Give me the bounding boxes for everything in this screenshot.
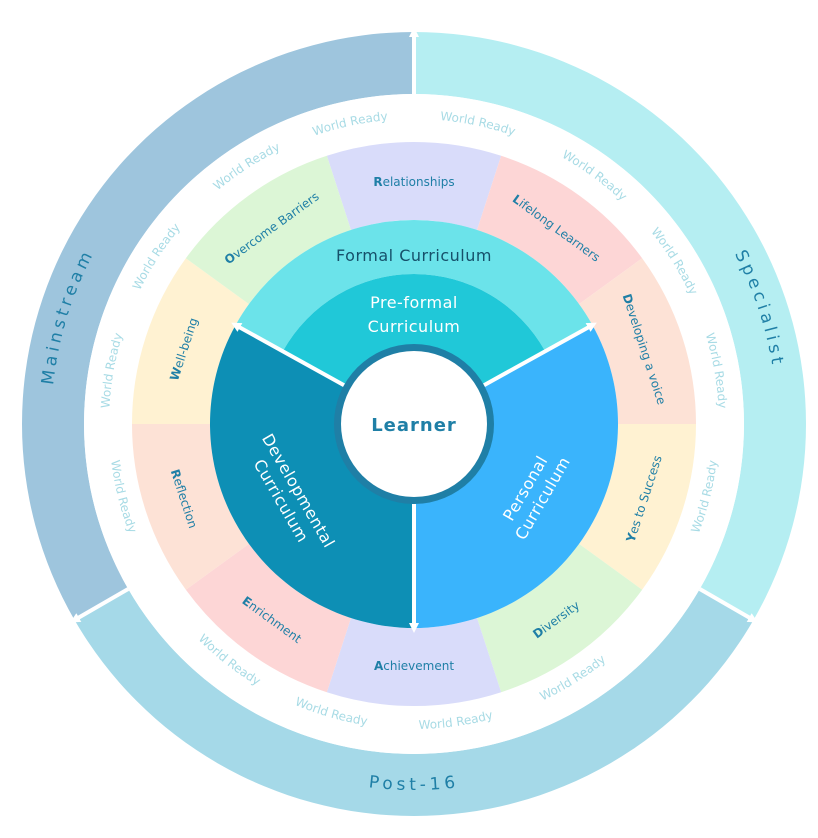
value-segment <box>579 258 696 424</box>
arrow-line <box>698 587 758 623</box>
values-ring <box>132 142 696 706</box>
arrow-line <box>231 322 346 387</box>
post16-label: Post-16 <box>368 772 460 795</box>
arrows <box>70 27 758 633</box>
arrow-line <box>482 322 597 387</box>
post16-label-text: Post-16 <box>368 772 456 795</box>
value-segment <box>185 155 351 305</box>
formal-curriculum-label: Formal Curriculum <box>336 246 492 265</box>
post16-segment <box>74 589 754 816</box>
value-label: Achievement <box>374 659 454 673</box>
value-segment <box>326 618 502 706</box>
value-segment <box>477 543 643 693</box>
curricula-ring <box>209 220 618 628</box>
value-segment <box>326 142 502 230</box>
value-segment <box>132 258 249 424</box>
arrow-line <box>70 587 130 623</box>
value-segment <box>132 424 249 590</box>
formal-curriculum-segment <box>235 220 593 352</box>
learner-label: Learner <box>371 415 457 436</box>
mainstream-segment <box>22 32 414 620</box>
value-label: Relationships <box>373 175 454 189</box>
value-segment <box>477 155 643 305</box>
value-segment <box>185 543 351 693</box>
learner-circle <box>341 351 487 497</box>
value-segment <box>579 424 696 590</box>
preformal-curriculum-label-1: Pre-formal <box>370 293 458 312</box>
outer-ring <box>22 32 806 816</box>
preformal-curriculum-segment <box>282 274 546 387</box>
developmental-curriculum-segment <box>209 325 414 628</box>
preformal-curriculum-label-2: Curriculum <box>368 317 461 336</box>
personal-curriculum-segment <box>414 325 618 628</box>
specialist-segment <box>414 32 806 620</box>
